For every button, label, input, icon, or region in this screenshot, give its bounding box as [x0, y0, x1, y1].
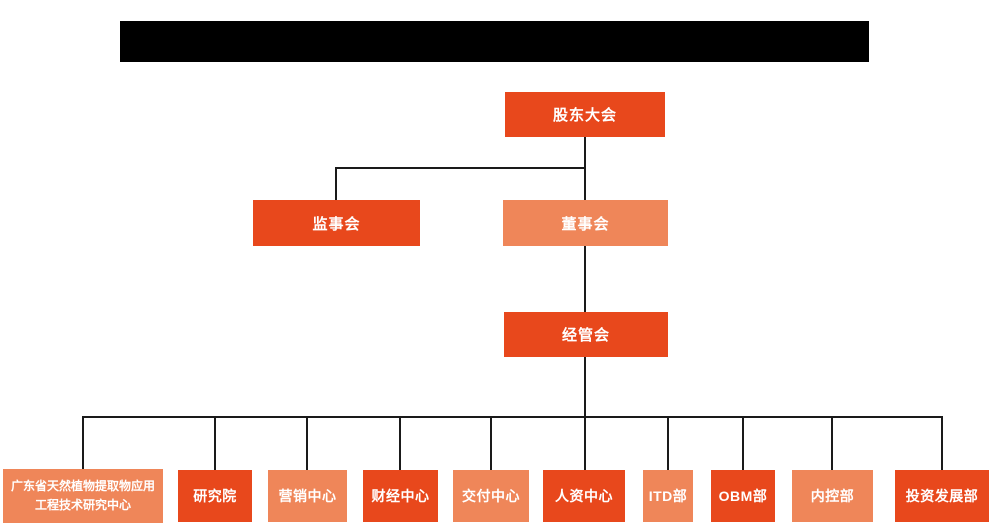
connector-level2-horizontal [335, 167, 586, 169]
org-node-management-committee: 经管会 [504, 312, 668, 357]
dept-node-research-center: 广东省天然植物提取物应用工程技术研究中心 [3, 469, 163, 523]
dept-node-finance-center: 财经中心 [363, 470, 438, 522]
dept-node-investment-development: 投资发展部 [895, 470, 989, 522]
dept-node-label: 财经中心 [371, 488, 430, 504]
dept-node-label: 内控部 [810, 488, 855, 504]
connector-dept-drop [306, 416, 308, 470]
org-node-label: 股东大会 [552, 107, 617, 124]
dept-node-hr-center: 人资中心 [543, 470, 625, 522]
connector-dept-drop [831, 416, 833, 470]
connector-dept-drop [742, 416, 744, 470]
org-node-supervisory-board: 监事会 [253, 200, 420, 246]
connector-board-to-management [584, 246, 586, 312]
org-node-label: 董事会 [561, 215, 610, 233]
connector-dept-drop [941, 416, 943, 470]
dept-node-delivery-center: 交付中心 [453, 470, 529, 522]
connector-management-down [584, 357, 586, 470]
org-node-board-of-directors: 董事会 [503, 200, 668, 246]
dept-node-marketing-center: 营销中心 [268, 470, 347, 522]
dept-node-label: 人资中心 [555, 488, 613, 504]
org-node-shareholders-meeting: 股东大会 [505, 92, 665, 137]
dept-node-label: 广东省天然植物提取物应用工程技术研究中心 [10, 478, 155, 512]
dept-node-label: 研究院 [193, 488, 237, 504]
dept-node-label: 交付中心 [462, 488, 520, 504]
dept-node-label: ITD部 [648, 488, 688, 504]
org-node-label: 监事会 [312, 215, 361, 233]
dept-node-label: OBM部 [718, 488, 768, 504]
connector-dept-drop [667, 416, 669, 470]
dept-node-research-institute: 研究院 [178, 470, 252, 522]
dept-node-label: 投资发展部 [905, 488, 979, 504]
connector-departments-horizontal [82, 416, 943, 418]
connector-dept-drop [82, 416, 84, 470]
dept-node-obm: OBM部 [711, 470, 775, 522]
dept-node-internal-control: 内控部 [792, 470, 873, 522]
connector-dept-drop [490, 416, 492, 470]
connector-dept-drop [214, 416, 216, 470]
connector-dept-drop [399, 416, 401, 470]
redacted-title-bar [120, 21, 869, 62]
dept-node-itd: ITD部 [643, 470, 693, 522]
org-node-label: 经管会 [561, 327, 610, 344]
dept-node-label: 营销中心 [278, 488, 337, 504]
connector-supervisory-drop [335, 167, 337, 200]
